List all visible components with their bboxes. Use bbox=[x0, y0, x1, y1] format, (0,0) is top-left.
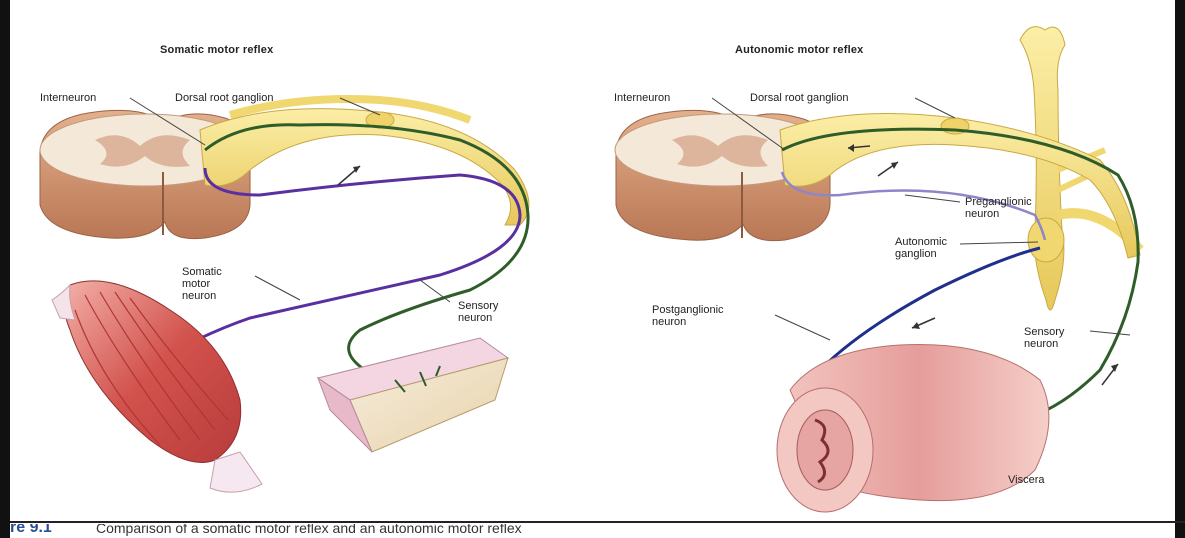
autonomic-panel bbox=[615, 27, 1140, 512]
skeletal-muscle bbox=[52, 281, 262, 492]
viscera-label: Viscera bbox=[1008, 474, 1044, 486]
viscera-tube bbox=[777, 344, 1049, 512]
somatic-motor-neuron-label: Somatic motor neuron bbox=[182, 266, 222, 302]
figure-number: re 9.1 bbox=[10, 524, 52, 537]
interneuron-label-right: Interneuron bbox=[614, 92, 670, 104]
autonomic-ganglion-label: Autonomic ganglion bbox=[895, 236, 947, 260]
skin-block bbox=[318, 338, 508, 452]
dorsal-root-ganglion-label-right: Dorsal root ganglion bbox=[750, 92, 848, 104]
postganglionic-neuron-label: Postganglionic neuron bbox=[652, 304, 724, 328]
figure-caption: re 9.1 Comparison of a somatic motor ref… bbox=[0, 524, 1185, 538]
preganglionic-neuron-label: Preganglionic neuron bbox=[965, 196, 1032, 220]
left-border bbox=[0, 0, 10, 538]
autonomic-title: Autonomic motor reflex bbox=[735, 44, 863, 56]
caption-text: Comparison of a somatic motor reflex and… bbox=[96, 524, 522, 536]
sensory-neuron-label-right: Sensory neuron bbox=[1024, 326, 1064, 350]
dorsal-root-ganglion-label-left: Dorsal root ganglion bbox=[175, 92, 273, 104]
somatic-title: Somatic motor reflex bbox=[160, 44, 273, 56]
right-border bbox=[1175, 0, 1185, 538]
somatic-panel bbox=[40, 99, 529, 492]
autonomic-ganglion-shape bbox=[1028, 218, 1064, 262]
caption-divider bbox=[10, 521, 1185, 523]
interneuron-label-left: Interneuron bbox=[40, 92, 96, 104]
sensory-neuron-label-left: Sensory neuron bbox=[458, 300, 498, 324]
